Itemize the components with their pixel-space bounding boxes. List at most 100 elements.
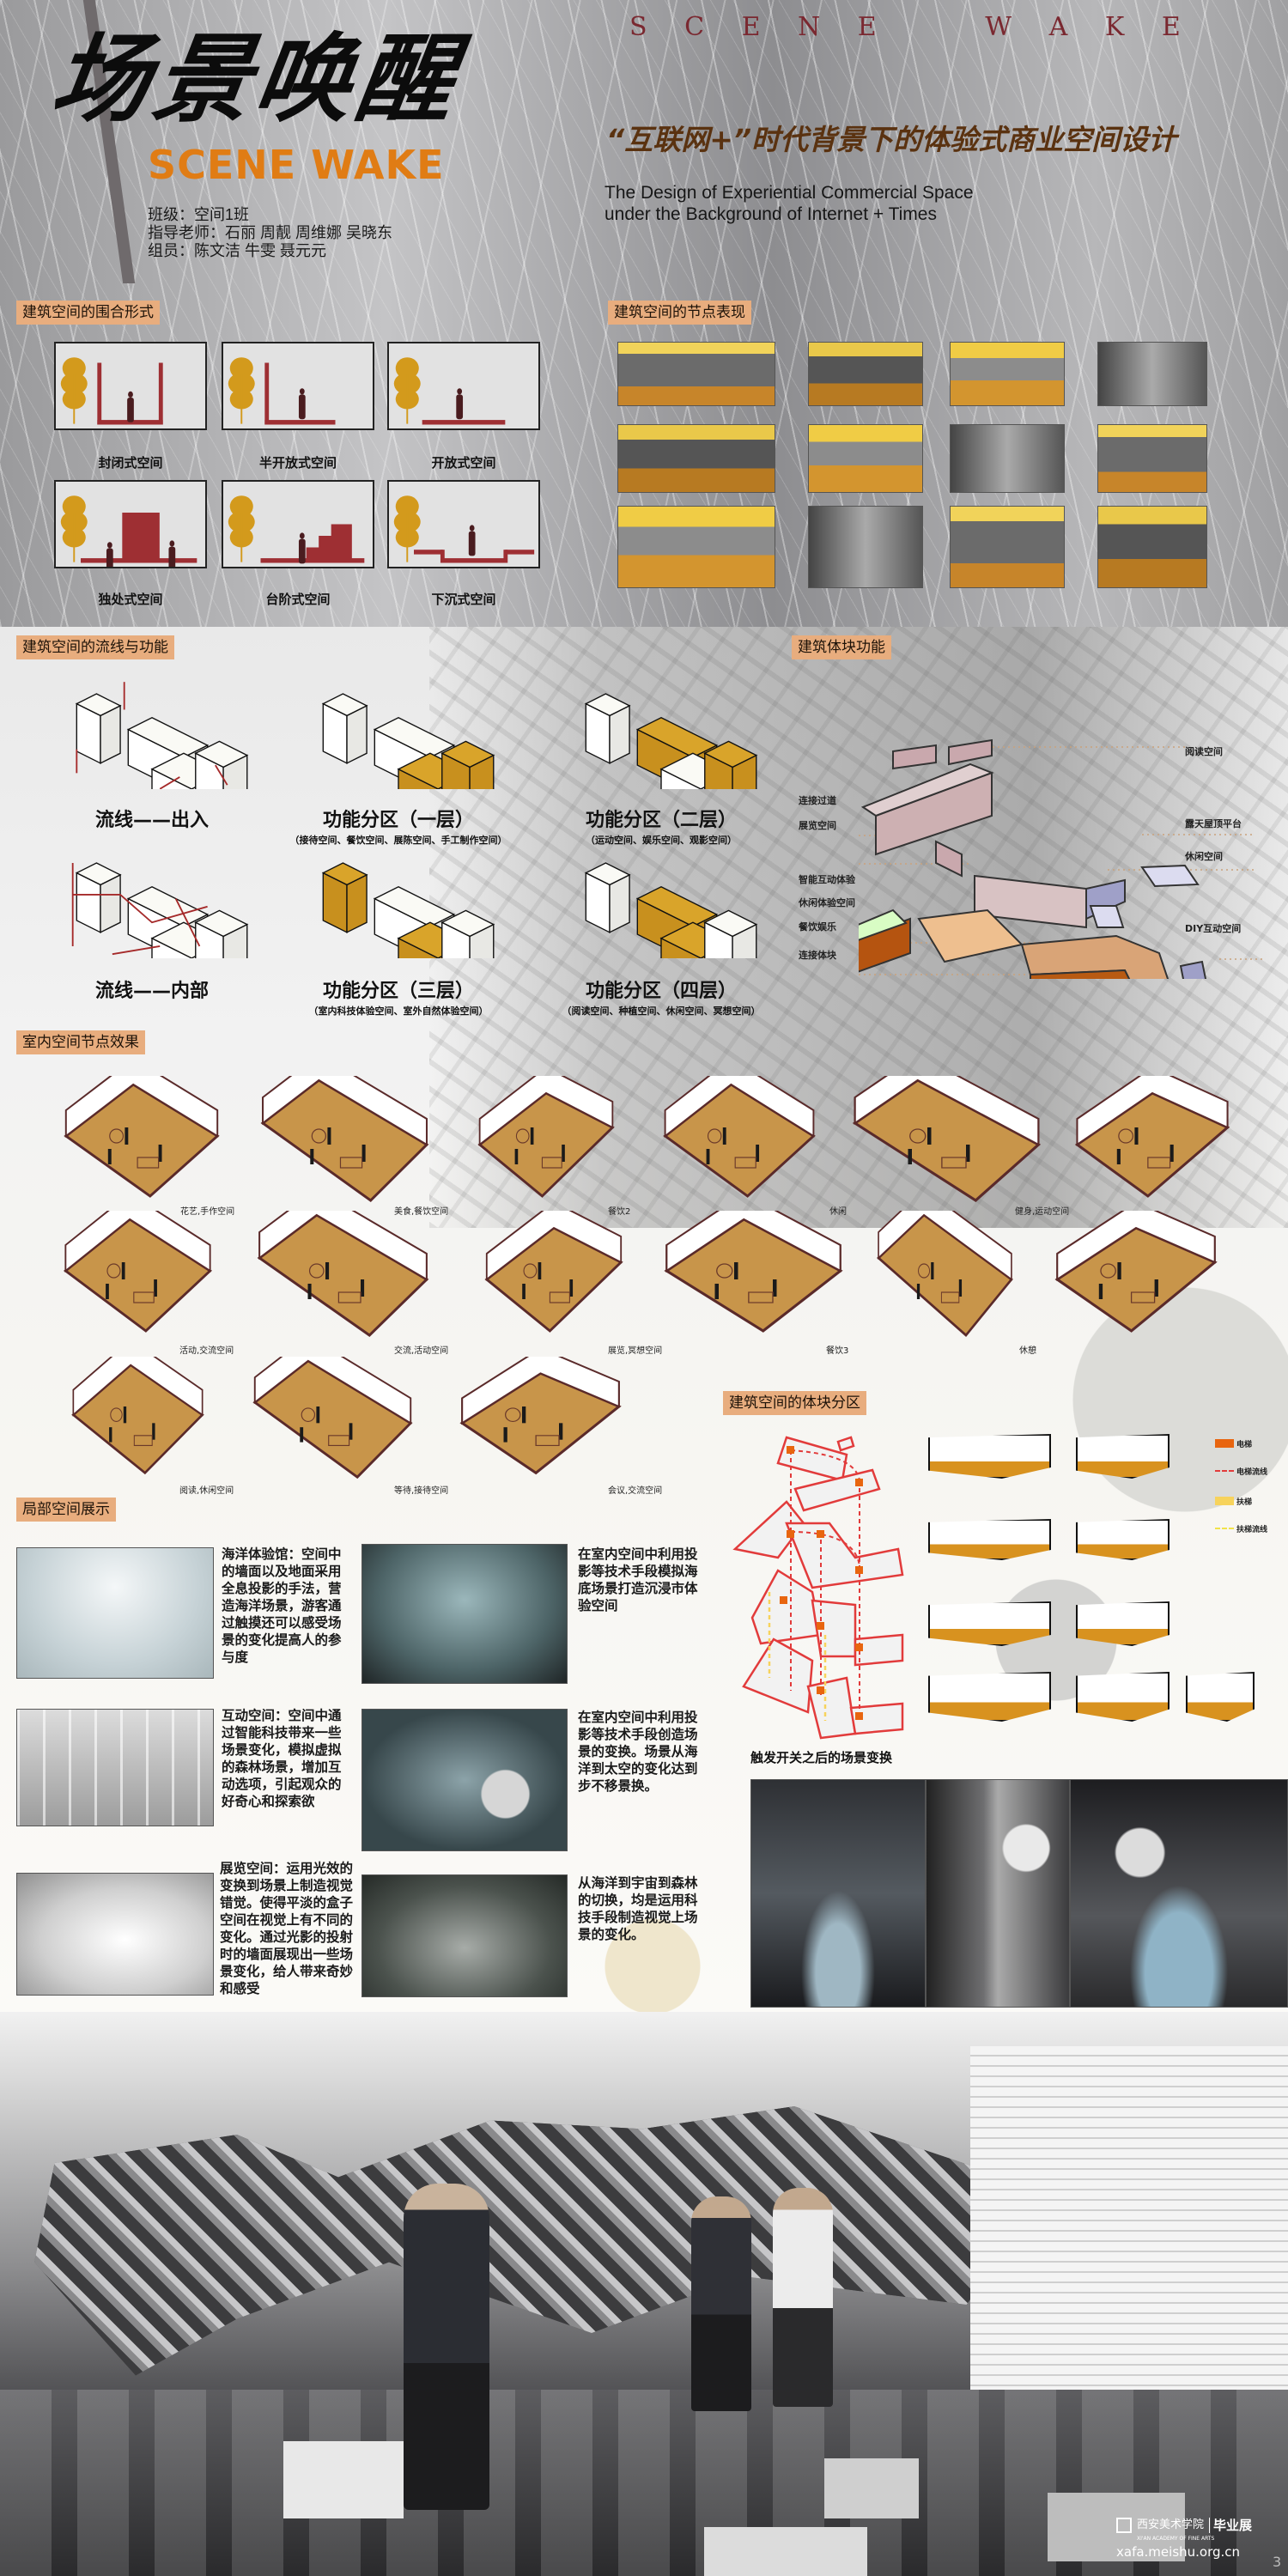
enclosure-diagram [222, 342, 374, 430]
subtitle-cn: “互联网+”时代背景下的体验式商业空间设计 [606, 123, 1177, 156]
room-caption: 等待,接待空间 [394, 1486, 449, 1496]
subtitle-en-line1: The Design of Experiential Commercial Sp… [605, 183, 974, 203]
footer-url: xafa.meishu.org.cn [1116, 2544, 1241, 2560]
local-space-photo [361, 1709, 568, 1851]
spaced-title: S C E N E W A K E [629, 12, 1182, 42]
enclosure-diagram [222, 480, 374, 568]
local-space-photo [16, 1547, 214, 1679]
poster-title: 场景唤醒 [45, 24, 467, 136]
interior-room [468, 1066, 624, 1205]
legend-swatch [1215, 1497, 1234, 1505]
local-space-description: 互动空间：空间中通过智能科技带来一些场景变化，模拟虚拟的森林场景，增加互动选项，… [222, 1708, 342, 1809]
enclosure-diagram [54, 480, 207, 568]
local-space-photo [16, 1709, 214, 1826]
room-caption: 美食,餐饮空间 [394, 1207, 449, 1217]
stair-wall [970, 2046, 1288, 2407]
block-label-left: 智能互动体验 [799, 874, 855, 885]
massing-drawing [71, 862, 249, 1003]
legend-label: 扶梯流线 [1236, 1526, 1268, 1534]
room-caption: 健身,运动空间 [1015, 1207, 1070, 1217]
scene-change-image-2 [926, 1779, 1070, 2008]
node-rendering [950, 342, 1065, 406]
room-caption: 花艺,手作空间 [180, 1207, 235, 1217]
massing-drawing [584, 862, 758, 1003]
room-axonometric [1074, 1066, 1230, 1198]
massing-diagram [49, 851, 255, 1003]
massing-drawing [321, 862, 495, 1003]
block-label-right: 阅读空间 [1185, 746, 1223, 757]
room-axonometric [663, 1057, 816, 1198]
room-caption: 休闲 [829, 1207, 847, 1217]
local-space-description: 从海洋到宇宙到森林的切换，均是运用科技手段制造视觉上场景的变化。 [578, 1875, 698, 1942]
room-caption: 活动,交流空间 [179, 1346, 234, 1356]
block-label-left: 休闲体验空间 [799, 897, 855, 908]
enclosure-caption: 封闭式空间 [98, 455, 163, 471]
node-rendering [950, 424, 1065, 493]
room-caption: 休憩 [1019, 1346, 1036, 1356]
enclosure-caption: 独处式空间 [98, 592, 163, 607]
enclosure-caption: 台阶式空间 [265, 592, 331, 607]
members-info: 组员：陈文洁 牛雯 聂元元 [148, 242, 327, 259]
local-space-photo [361, 1544, 568, 1684]
zoning-floorplan [732, 1436, 904, 1740]
enclosure-caption: 半开放式空间 [258, 455, 337, 471]
massing-diagram [558, 851, 764, 1003]
footer-logo: 西安美术学院 毕业展 XI'AN ACADEMY OF FINE ARTS xa… [1116, 2517, 1252, 2560]
block-label-left: 餐饮娱乐 [799, 921, 836, 933]
block-label-right: 休闲空间 [1185, 851, 1223, 862]
interior-room [255, 1188, 431, 1340]
room-axonometric [63, 1192, 213, 1333]
local-space-photo [361, 1874, 568, 1997]
node-rendering [617, 506, 775, 588]
room-caption: 餐饮2 [608, 1207, 631, 1217]
pixel-cloud-installation [34, 2106, 1048, 2376]
person-figure [404, 2184, 489, 2510]
room-axonometric [664, 1192, 843, 1333]
flow-caption: 功能分区（四层） [585, 981, 737, 1002]
flow-caption: 功能分区（三层） [322, 981, 474, 1002]
subtitle-en: The Design of Experiential Commercial Sp… [605, 182, 974, 225]
enclosure-section-drawing [60, 495, 197, 567]
interior-room [475, 1200, 633, 1340]
interior-room [58, 1057, 226, 1205]
massing-diagram [558, 682, 764, 834]
block-function-diagram [859, 738, 1262, 979]
room-axonometric [252, 1334, 413, 1479]
flow-subcaption: （接待空间、餐饮空间、展陈空间、手工制作空间） [289, 835, 507, 846]
enclosure-section-drawing [228, 495, 365, 564]
interior-room [1043, 1200, 1229, 1340]
school-name-en: XI'AN ACADEMY OF FINE ARTS [1137, 2536, 1215, 2542]
room-caption: 餐饮3 [826, 1346, 849, 1356]
massing-drawing [321, 693, 495, 834]
subtitle-en-line2: under the Background of Internet + Times [605, 204, 937, 224]
node-rendering [950, 506, 1065, 588]
massing-drawing [75, 682, 249, 834]
person-figure [691, 2196, 751, 2411]
interior-room [1064, 1066, 1241, 1205]
section-label-nodes: 建筑空间的节点表现 [608, 301, 751, 325]
massing-diagram [295, 851, 501, 1003]
node-rendering [617, 342, 775, 406]
node-rendering [1097, 342, 1207, 406]
flow-subcaption: （室内科技体验空间、室外自然体验空间） [308, 1005, 489, 1017]
room-caption: 会议,交流空间 [608, 1486, 663, 1496]
enclosure-diagram [387, 342, 540, 430]
interior-room [66, 1339, 210, 1481]
node-rendering [808, 506, 923, 588]
room-axonometric [1054, 1200, 1218, 1333]
flow-caption: 流线——出入 [94, 810, 209, 831]
node-rendering [1097, 424, 1207, 493]
local-space-description: 海洋体验馆：空间中的墙面以及地面采用全息投影的手法，营造海洋场景，游客通过触摸还… [222, 1546, 342, 1665]
legend-label: 电梯 [1236, 1441, 1253, 1449]
interior-room [448, 1347, 633, 1481]
enclosure-diagram [54, 342, 207, 430]
bottom-render: 西安美术学院 毕业展 XI'AN ACADEMY OF FINE ARTS xa… [0, 2012, 1288, 2576]
interior-room [657, 1057, 822, 1205]
poster-title-en: SCENE WAKE [148, 142, 445, 188]
enclosure-section-drawing [228, 357, 336, 425]
enclosure-caption: 开放式空间 [431, 455, 496, 471]
room-axonometric [64, 1057, 220, 1198]
enclosure-section-drawing [393, 357, 506, 425]
room-axonometric [877, 1188, 1013, 1337]
teachers-info: 指导老师：石丽 周靓 周维娜 吴晓东 [148, 224, 393, 241]
